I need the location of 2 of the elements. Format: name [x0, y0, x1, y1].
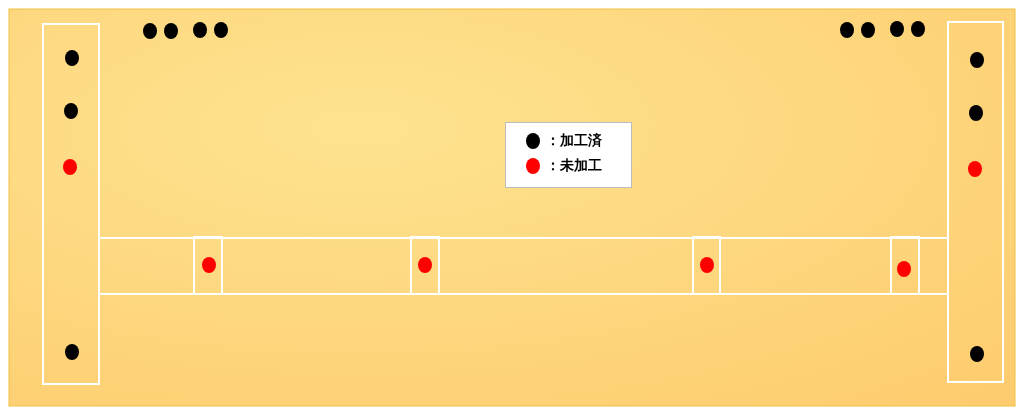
- legend-label: ：未加工: [546, 157, 602, 175]
- legend-label: ：加工済: [546, 132, 602, 150]
